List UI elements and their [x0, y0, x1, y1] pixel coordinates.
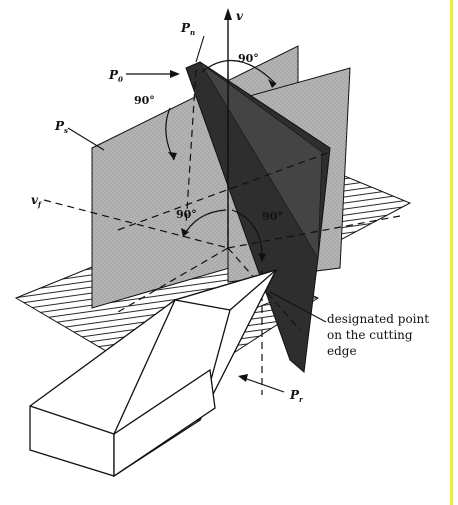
ps-pointer: [67, 127, 105, 151]
label-vf: vf: [31, 193, 43, 209]
annotation-line-2: on the cutting: [327, 328, 413, 342]
po-pointer: [126, 70, 180, 78]
pn-pointer: [195, 35, 205, 63]
label-v: v: [236, 9, 244, 23]
label-ps: Ps: [54, 119, 68, 135]
normal-plane-pn-face: [199, 61, 323, 260]
cutting-tool: [29, 268, 278, 478]
angle-center-right-label: 90°: [262, 210, 283, 223]
annotation-line-1: designated point: [327, 312, 429, 326]
right-edge-rule: [450, 0, 453, 505]
point-pointer: [269, 291, 327, 323]
label-po: P0: [108, 68, 123, 84]
angle-arrowheads: [168, 79, 276, 262]
angle-center-left-label: 90°: [176, 208, 197, 221]
label-pr: Pr: [289, 388, 304, 404]
pr-pointer: [238, 374, 285, 393]
angle-left-label: 90°: [134, 94, 155, 107]
label-pn: Pn: [180, 21, 195, 37]
annotation-line-3: edge: [327, 344, 357, 358]
velocity-axis: [224, 8, 232, 248]
angle-top-label: 90°: [238, 52, 259, 65]
